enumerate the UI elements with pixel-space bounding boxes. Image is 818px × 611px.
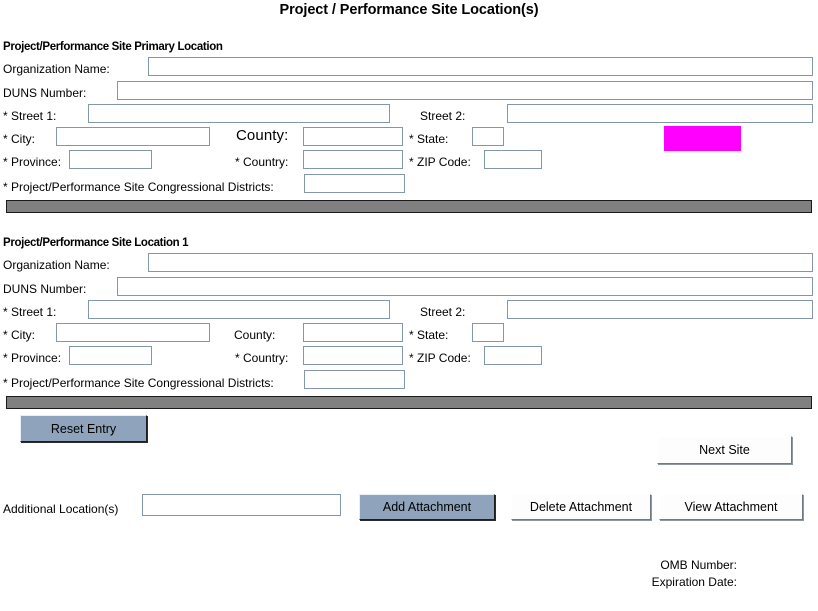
reset-entry-button-label: Reset Entry <box>50 421 117 436</box>
duns-number-label-primary: DUNS Number: <box>3 86 87 100</box>
congressional-districts-input-location-1[interactable] <box>304 370 405 389</box>
street1-label-location-1: * Street 1: <box>3 305 57 319</box>
add-attachment-button-label: Add Attachment <box>382 500 472 514</box>
street2-label-primary: Street 2: <box>420 109 466 123</box>
section-separator-bar-2 <box>6 396 812 409</box>
add-attachment-button[interactable]: Add Attachment <box>359 494 495 520</box>
additional-locations-label: Additional Location(s) <box>3 502 119 516</box>
street2-input-location-1[interactable] <box>507 300 813 319</box>
next-site-button[interactable]: Next Site <box>657 436 792 464</box>
magenta-highlight-block <box>664 126 741 151</box>
county-input-primary[interactable] <box>303 127 403 146</box>
zip-code-input-location-1[interactable] <box>484 346 542 365</box>
congressional-districts-input-primary[interactable] <box>304 174 405 193</box>
page-title: Project / Performance Site Location(s) <box>279 2 539 18</box>
province-label-primary: * Province: <box>3 155 62 169</box>
section-heading-primary-location: Project/Performance Site Primary Locatio… <box>3 41 223 53</box>
state-input-primary[interactable] <box>472 127 504 146</box>
view-attachment-button[interactable]: View Attachment <box>659 494 803 520</box>
zip-code-input-primary[interactable] <box>484 150 542 169</box>
street2-label-location-1: Street 2: <box>420 305 466 319</box>
city-input-location-1[interactable] <box>56 323 210 342</box>
organization-name-label-primary: Organization Name: <box>3 62 110 76</box>
state-input-location-1[interactable] <box>472 323 504 342</box>
duns-number-input-primary[interactable] <box>117 81 813 100</box>
city-input-primary[interactable] <box>56 127 210 146</box>
organization-name-input-primary[interactable] <box>148 57 813 76</box>
duns-number-input-location-1[interactable] <box>117 277 813 296</box>
street1-input-location-1[interactable] <box>88 300 390 319</box>
duns-number-label-location-1: DUNS Number: <box>3 282 87 296</box>
country-input-location-1[interactable] <box>303 346 403 365</box>
country-label-primary: * Country: <box>235 155 289 169</box>
street1-input-primary[interactable] <box>88 104 390 123</box>
county-label-location-1: County: <box>234 328 276 342</box>
county-label-primary: County: <box>236 127 289 144</box>
zip-code-label-location-1: * ZIP Code: <box>409 351 471 365</box>
additional-locations-input[interactable] <box>142 494 341 516</box>
zip-code-label-primary: * ZIP Code: <box>409 155 471 169</box>
section-separator-bar-1 <box>6 200 812 213</box>
view-attachment-button-label: View Attachment <box>684 500 778 514</box>
province-input-location-1[interactable] <box>69 346 152 365</box>
organization-name-input-location-1[interactable] <box>148 253 813 272</box>
delete-attachment-button[interactable]: Delete Attachment <box>511 494 651 520</box>
country-input-primary[interactable] <box>303 150 403 169</box>
congressional-districts-label-location-1: * Project/Performance Site Congressional… <box>3 376 274 390</box>
province-input-primary[interactable] <box>69 150 152 169</box>
county-input-location-1[interactable] <box>303 323 403 342</box>
congressional-districts-label-primary: * Project/Performance Site Congressional… <box>3 180 274 194</box>
city-label-location-1: * City: <box>3 328 36 342</box>
section-heading-location-1: Project/Performance Site Location 1 <box>3 237 189 249</box>
street2-input-primary[interactable] <box>507 104 813 123</box>
expiration-date-label: Expiration Date: <box>651 575 737 589</box>
province-label-location-1: * Province: <box>3 351 62 365</box>
organization-name-label-location-1: Organization Name: <box>3 258 110 272</box>
reset-entry-button[interactable]: Reset Entry <box>20 415 147 442</box>
delete-attachment-button-label: Delete Attachment <box>529 500 633 514</box>
omb-number-label: OMB Number: <box>660 558 737 572</box>
next-site-button-label: Next Site <box>699 443 750 457</box>
state-label-location-1: * State: <box>409 328 449 342</box>
state-label-primary: * State: <box>409 132 449 146</box>
street1-label-primary: * Street 1: <box>3 109 57 123</box>
country-label-location-1: * Country: <box>235 351 289 365</box>
city-label-primary: * City: <box>3 132 36 146</box>
